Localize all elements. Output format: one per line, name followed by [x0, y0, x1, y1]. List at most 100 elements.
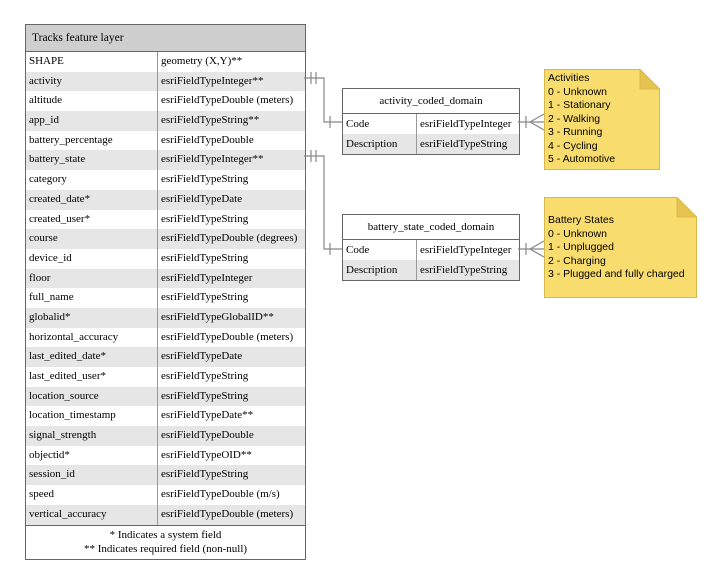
table-row: created_user*esriFieldTypeString: [26, 209, 305, 230]
domain-row: Code esriFieldTypeInteger: [343, 240, 519, 260]
note-title: Activities: [548, 72, 590, 84]
domain-title: battery_state_coded_domain: [343, 215, 519, 240]
field-name: floor: [26, 268, 158, 289]
table-row: last_edited_date*esriFieldTypeDate: [26, 347, 305, 367]
domain-row: Description esriFieldTypeString: [343, 260, 519, 280]
note-text: Battery States 0 - Unknown 1 - Unplugged…: [548, 214, 685, 282]
field-type: esriFieldTypeDouble (m/s): [161, 488, 280, 501]
domain-row: Description esriFieldTypeString: [343, 134, 519, 154]
note-text: Activities 0 - Unknown 1 - Stationary 2 …: [548, 72, 615, 167]
note-shape: [544, 197, 697, 298]
field-name: category: [26, 170, 158, 190]
field-type: esriFieldTypeDate: [161, 192, 243, 205]
field-name: activity: [26, 71, 158, 92]
field-type: esriFieldTypeString: [161, 389, 249, 402]
note-line: 2 - Charging: [548, 254, 606, 267]
domain-field-name: Code: [343, 240, 417, 260]
footer-required-field-note: ** Indicates required field (non-null): [83, 542, 248, 555]
field-name: location_source: [26, 386, 158, 407]
field-name: battery_percentage: [26, 130, 158, 151]
table-footer: * Indicates a system field ** Indicates …: [26, 524, 305, 559]
field-type: esriFieldTypeString: [161, 212, 249, 225]
domain-field-name: Code: [343, 114, 417, 134]
domain-field-name: Description: [343, 260, 417, 280]
note-shape: [544, 69, 660, 170]
field-type: esriFieldTypeInteger: [161, 271, 253, 284]
field-type: esriFieldTypeOID**: [161, 448, 252, 461]
table-row: objectid*esriFieldTypeOID**: [26, 445, 305, 466]
field-type: esriFieldTypeDouble: [161, 429, 254, 442]
field-name: last_edited_user*: [26, 367, 158, 387]
table-row: last_edited_user*esriFieldTypeString: [26, 367, 305, 387]
field-type: esriFieldTypeString: [161, 468, 249, 481]
field-name: created_date*: [26, 189, 158, 210]
field-type: esriFieldTypeInteger**: [161, 153, 264, 166]
field-type: esriFieldTypeDouble (meters): [161, 330, 294, 343]
field-name: created_user*: [26, 209, 158, 230]
field-name: horizontal_accuracy: [26, 327, 158, 348]
domain-row: Code esriFieldTypeInteger: [343, 114, 519, 134]
many-marker: [529, 113, 545, 131]
activities-note: Activities 0 - Unknown 1 - Stationary 2 …: [544, 69, 660, 170]
field-name: location_timestamp: [26, 406, 158, 427]
field-name: globalid*: [26, 307, 158, 328]
field-name: altitude: [26, 91, 158, 112]
battery-states-note: Battery States 0 - Unknown 1 - Unplugged…: [544, 197, 697, 298]
field-name: device_id: [26, 248, 158, 269]
note-line: 5 - Automotive: [548, 153, 616, 165]
field-name: vertical_accuracy: [26, 504, 158, 525]
battery-state-relationship-line: [304, 155, 342, 250]
field-type: esriFieldTypeString: [161, 173, 249, 186]
field-name: battery_state: [26, 150, 158, 171]
field-type: esriFieldTypeInteger**: [161, 74, 264, 87]
field-type: esriFieldTypeDouble (meters): [161, 507, 294, 520]
battery-state-coded-domain-table: battery_state_coded_domain Code esriFiel…: [342, 214, 520, 281]
domain-field-type: esriFieldTypeInteger: [420, 118, 512, 130]
many-marker: [529, 240, 545, 258]
domain-field-type: esriFieldTypeInteger: [420, 244, 512, 256]
note-line: 0 - Unknown: [548, 85, 607, 98]
field-name: signal_strength: [26, 426, 158, 446]
field-name: session_id: [26, 465, 158, 486]
domain-field-type: esriFieldTypeString: [420, 138, 508, 150]
domain-field-name: Description: [343, 134, 417, 154]
note-line: 2 - Walking: [548, 112, 601, 125]
note-line: 3 - Plugged and fully charged: [548, 268, 685, 280]
field-type: esriFieldTypeDate**: [161, 409, 254, 422]
field-type: geometry (X,Y)**: [161, 55, 243, 67]
field-name: course: [26, 229, 158, 249]
note-line: 4 - Cycling: [548, 139, 598, 152]
field-name: last_edited_date*: [26, 347, 158, 367]
field-type: esriFieldTypeString**: [161, 114, 260, 127]
field-type: esriFieldTypeString: [161, 370, 249, 382]
note-line: 3 - Running: [548, 126, 603, 138]
note-line: 1 - Unplugged: [548, 241, 614, 253]
note-line: 0 - Unknown: [548, 227, 607, 240]
field-name: speed: [26, 485, 158, 505]
table-row: created_date*esriFieldTypeDate: [26, 189, 305, 210]
activity-coded-domain-table: activity_coded_domain Code esriFieldType…: [342, 88, 520, 155]
field-type: esriFieldTypeString: [161, 291, 249, 304]
field-type: esriFieldTypeGlobalID**: [161, 310, 274, 323]
note-title: Battery States: [548, 214, 614, 226]
field-type: esriFieldTypeDouble (meters): [161, 94, 294, 107]
field-type: esriFieldTypeDate: [161, 350, 243, 363]
activity-relationship-line: [304, 77, 342, 123]
